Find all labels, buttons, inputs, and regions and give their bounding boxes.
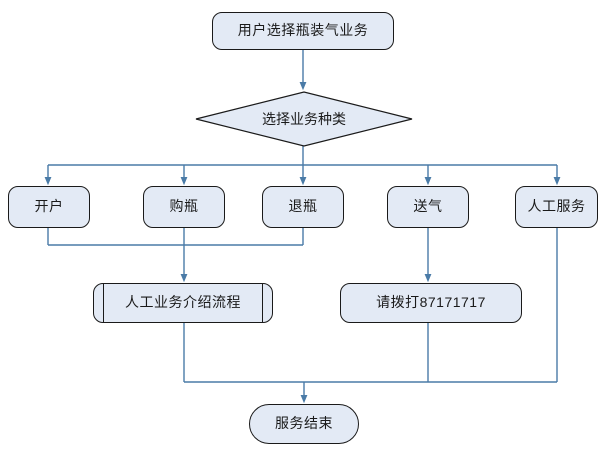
node-end[interactable]: 服务结束 (249, 404, 359, 444)
node-option-manual-service[interactable]: 人工服务 (515, 186, 598, 228)
node-manual-process-label: 人工业务介绍流程 (125, 294, 241, 311)
node-manual-process[interactable]: 人工业务介绍流程 (93, 283, 273, 323)
node-start-label: 用户选择瓶装气业务 (237, 22, 369, 39)
node-phone-label: 请拨打87171717 (376, 294, 486, 311)
node-option-3-label: 退瓶 (288, 198, 318, 215)
node-option-open-account[interactable]: 开户 (8, 186, 90, 228)
node-option-1-label: 开户 (34, 198, 64, 215)
node-phone-number[interactable]: 请拨打87171717 (340, 283, 522, 323)
node-decision[interactable]: 选择业务种类 (196, 92, 412, 146)
node-option-buy-cylinder[interactable]: 购瓶 (143, 186, 225, 228)
node-decision-label: 选择业务种类 (262, 111, 346, 127)
node-option-return-cylinder[interactable]: 退瓶 (262, 186, 344, 228)
node-option-gas-delivery[interactable]: 送气 (387, 186, 469, 228)
node-option-4-label: 送气 (413, 198, 443, 215)
node-option-5-label: 人工服务 (527, 198, 586, 215)
node-option-2-label: 购瓶 (169, 198, 199, 215)
node-end-label: 服务结束 (275, 415, 333, 432)
node-start[interactable]: 用户选择瓶装气业务 (212, 12, 394, 50)
